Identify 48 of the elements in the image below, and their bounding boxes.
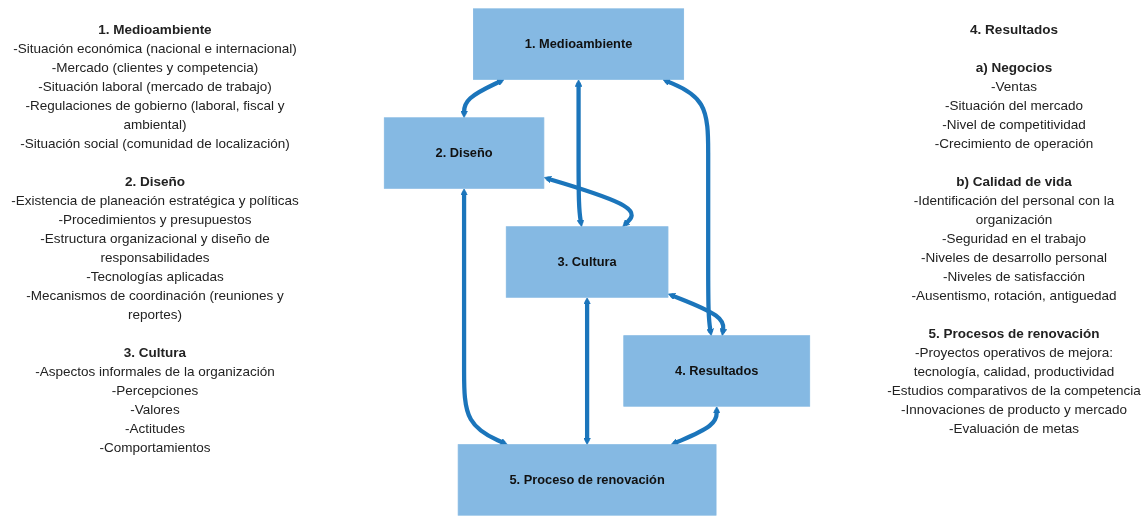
list-item: -Situación del mercado: [944, 97, 1084, 115]
list-item: -Situación económica (nacional e internacional): [13, 40, 297, 58]
arrow: [667, 293, 728, 337]
list-item: -Nivel de competitividad: [942, 116, 1086, 134]
list-item: -Actitudes: [125, 420, 185, 438]
list-item: -Innovaciones de producto y mercado: [901, 401, 1127, 419]
section-heading: 4. Resultados: [970, 21, 1058, 39]
list-item: -Estructura organizacional y diseño de responsabilidades: [39, 230, 271, 267]
section-heading: 2. Diseño: [125, 173, 185, 191]
arrow: [662, 78, 714, 337]
node-box: 4. Resultados: [623, 335, 811, 407]
arrow: [583, 297, 591, 445]
list-item: -Niveles de desarrollo personal: [920, 249, 1108, 267]
list-item: -Valores: [130, 401, 180, 419]
arrow: [460, 78, 505, 119]
section-heading: b) Calidad de vida: [956, 173, 1072, 191]
list-item: -Niveles de satisfacción: [943, 268, 1085, 286]
section-heading: 3. Cultura: [123, 344, 187, 362]
list-item: -Situación laboral (mercado de trabajo): [38, 78, 272, 96]
arrow: [670, 406, 721, 446]
list-item: -Mercado (clientes y competencia): [51, 59, 259, 77]
section-heading: a) Negocios: [975, 59, 1053, 77]
list-item: -Ausentismo, rotación, antiguedad: [911, 287, 1117, 305]
list-item: -Situación social (comunidad de localización): [20, 135, 290, 153]
list-item: -Comportamientos: [99, 439, 211, 457]
arrow: [460, 188, 508, 446]
list-item: -Mecanismos de coordinación (reuniones y reportes): [25, 287, 285, 324]
list-item: -Procedimientos y presupuestos: [58, 211, 252, 229]
node-box: 1. Medioambiente: [473, 8, 685, 80]
list-item: -Tecnologías aplicadas: [86, 268, 224, 286]
node-box: 3. Cultura: [505, 226, 669, 298]
arrow: [574, 79, 585, 228]
section-heading: 1. Medioambiente: [98, 21, 212, 39]
list-item: -Evaluación de metas: [949, 420, 1079, 438]
list-item: -Crecimiento de operación: [934, 135, 1094, 153]
list-item: -Percepciones: [111, 382, 199, 400]
list-item: -Ventas: [991, 78, 1037, 96]
section-heading: 5. Procesos de renovación: [928, 325, 1100, 343]
list-item: -Aspectos informales de la organización: [35, 363, 275, 381]
node-box: 2. Diseño: [383, 117, 545, 189]
arrow: [543, 175, 634, 228]
list-item: -Identificación del personal con la organización: [912, 192, 1116, 229]
list-item: -Regulaciones de gobierno (laboral, fiscal y ambiental): [24, 97, 286, 134]
node-box: 5. Proceso de renovación: [457, 444, 717, 516]
list-item: -Estudios comparativos de la competencia: [887, 382, 1141, 400]
list-item: -Existencia de planeación estratégica y políticas: [11, 192, 299, 210]
list-item: -Proyectos operativos de mejora: tecnología, calidad, productividad: [912, 344, 1116, 381]
list-item: -Seguridad en el trabajo: [941, 230, 1087, 248]
